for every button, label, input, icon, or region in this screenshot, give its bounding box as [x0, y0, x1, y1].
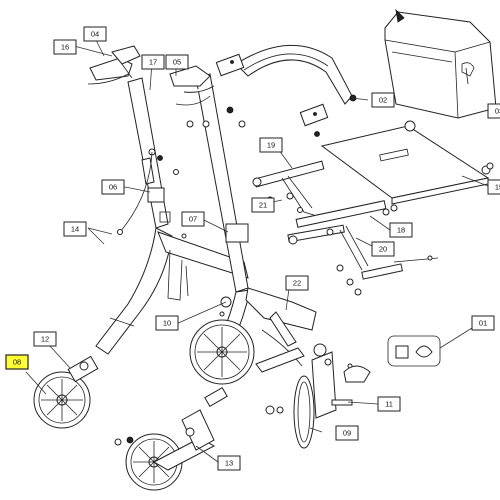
callout-06: 06 — [101, 179, 125, 195]
callout-17: 17 — [141, 54, 165, 70]
svg-text:20: 20 — [379, 245, 387, 254]
svg-text:21: 21 — [259, 201, 267, 210]
svg-text:15: 15 — [495, 183, 500, 192]
svg-text:19: 19 — [267, 141, 275, 150]
callout-10: 10 — [155, 315, 179, 331]
svg-text:16: 16 — [61, 43, 69, 52]
svg-text:17: 17 — [149, 58, 157, 67]
caster-wheel-assembly — [265, 343, 353, 449]
svg-text:22: 22 — [293, 279, 301, 288]
callout-labels: 01 02 04 05 06 07 08 09 — [5, 26, 500, 471]
callout-07: 07 — [181, 211, 205, 227]
callout-20: 20 — [371, 241, 395, 257]
callout-11: 11 — [377, 396, 401, 412]
callout-12: 12 — [33, 331, 57, 347]
callout-09: 09 — [335, 425, 359, 441]
svg-text:11: 11 — [385, 400, 393, 409]
svg-text:14: 14 — [71, 225, 79, 234]
svg-text:06: 06 — [109, 183, 117, 192]
svg-text:12: 12 — [41, 335, 49, 344]
callout-15: 15 — [487, 179, 500, 195]
accessory-clip-kit — [387, 335, 441, 367]
svg-text:09: 09 — [343, 429, 351, 438]
svg-text:02: 02 — [379, 96, 387, 105]
svg-text:03: 03 — [495, 107, 500, 116]
storage-bag — [384, 8, 497, 119]
rear-left-wheel — [33, 355, 99, 429]
callout-04: 04 — [83, 26, 107, 42]
callout-21: 21 — [251, 197, 275, 213]
svg-text:07: 07 — [189, 215, 197, 224]
callout-14: 14 — [63, 221, 87, 237]
svg-text:04: 04 — [91, 30, 99, 39]
fasteners — [117, 106, 494, 261]
callout-01: 01 — [471, 315, 495, 331]
svg-text:13: 13 — [225, 459, 233, 468]
svg-text:08: 08 — [13, 358, 21, 367]
callout-18: 18 — [389, 222, 413, 238]
svg-text:01: 01 — [479, 319, 487, 328]
left-frame — [87, 45, 249, 355]
svg-text:10: 10 — [163, 319, 171, 328]
front-wheel-assembly — [114, 386, 228, 491]
seat-frame-tubes — [252, 160, 439, 296]
rear-wheel — [189, 319, 255, 385]
callout-05: 05 — [165, 54, 189, 70]
svg-text:18: 18 — [397, 226, 405, 235]
svg-text:05: 05 — [173, 58, 181, 67]
callout-13: 13 — [217, 455, 241, 471]
callout-02: 02 — [371, 92, 395, 108]
backrest-strap — [215, 44, 357, 137]
seat-board — [320, 120, 491, 205]
callout-19: 19 — [259, 137, 283, 153]
callout-22: 22 — [285, 275, 309, 291]
callout-03: 03 — [487, 103, 500, 119]
callout-08-highlighted: 08 — [5, 354, 29, 370]
callout-16: 16 — [53, 39, 77, 55]
